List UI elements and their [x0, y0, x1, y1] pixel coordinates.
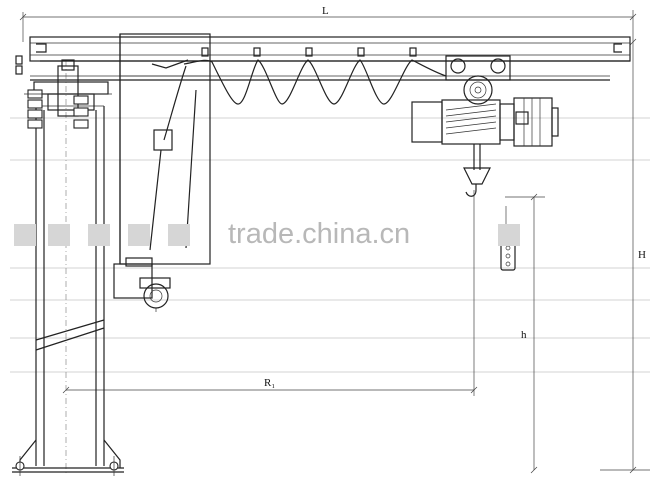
festoon-cable — [183, 47, 447, 105]
slewing-bearing — [24, 59, 112, 129]
dimension-h-label: h — [521, 329, 527, 341]
base-plate — [12, 456, 124, 476]
slewing-housing — [119, 33, 211, 265]
dimension-L: L — [19, 5, 637, 42]
dimension-R1: R₁ — [62, 190, 478, 396]
dimension-L-label: L — [322, 5, 329, 17]
watermark: trade.china.cn — [14, 218, 520, 250]
slewing-drive-motor — [113, 257, 171, 312]
dimension-H: H — [600, 38, 650, 474]
electric-hoist — [411, 55, 559, 197]
dimension-H-label: H — [638, 249, 646, 261]
column — [19, 105, 121, 468]
jib-beam — [15, 36, 631, 81]
watermark-text: trade.china.cn — [228, 218, 410, 250]
background-ghost-lines — [10, 117, 650, 373]
control-cable — [149, 65, 187, 251]
dimension-R1-label: R₁ — [264, 377, 275, 389]
dimension-h: h — [505, 193, 545, 474]
